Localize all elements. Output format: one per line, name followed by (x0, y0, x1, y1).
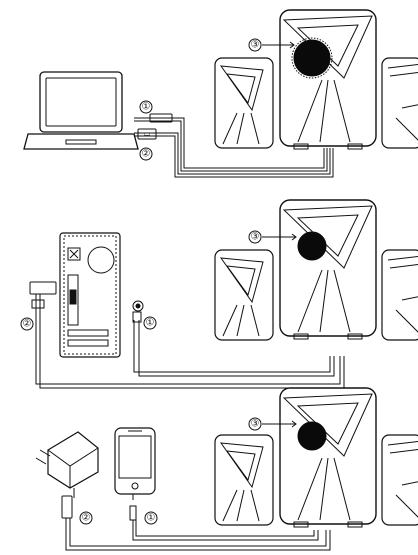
callout-3 (248, 38, 262, 52)
callout-2-label: ② (23, 319, 32, 330)
callout-3-arrow (262, 233, 297, 241)
callout-2-label: ② (82, 513, 91, 524)
callout-2 (139, 147, 153, 161)
volume-knob-icon (297, 421, 327, 451)
audio-cable (129, 494, 319, 541)
callout-1-label: ① (142, 102, 151, 113)
callout-3-arrow (262, 41, 295, 49)
callout-2 (79, 511, 93, 525)
panel-desktop: ① ② ③ (20, 199, 418, 389)
panel-phone: ① ② ③ (35, 387, 418, 551)
left-satellite-speaker (214, 249, 274, 341)
callout-1 (143, 316, 157, 330)
audio-cable (134, 113, 328, 172)
callout-2 (20, 317, 34, 331)
callout-3-label: ③ (251, 40, 260, 51)
callout-3 (248, 230, 262, 244)
callout-1-label: ① (147, 513, 156, 524)
callout-1-label: ① (146, 318, 155, 329)
laptop-icon (23, 71, 139, 150)
left-satellite-speaker (214, 57, 274, 149)
svg-text:▭: ▭ (144, 130, 151, 138)
callout-3 (248, 417, 262, 431)
callout-3-label: ③ (251, 232, 260, 243)
usb-cable (29, 281, 345, 389)
subwoofer (279, 199, 377, 340)
subwoofer (279, 387, 377, 528)
callout-2-label: ② (142, 149, 151, 160)
audio-cable (132, 311, 335, 377)
left-satellite-speaker (214, 434, 274, 526)
charger-icon (35, 431, 99, 498)
usb-cable: ▭ (134, 128, 334, 178)
subwoofer (279, 9, 377, 150)
right-satellite-speaker (381, 249, 418, 341)
audio-jack-icon (132, 300, 144, 312)
smartphone-icon (114, 427, 156, 495)
usb-cable (61, 495, 331, 551)
right-satellite-speaker (381, 434, 418, 526)
callout-1 (139, 100, 153, 114)
volume-knob-icon (297, 231, 327, 261)
callout-3-label: ③ (251, 419, 260, 430)
panel-laptop: ▭ ① ② ③ (23, 9, 418, 178)
callout-1 (144, 511, 158, 525)
desktop-pc-icon (59, 232, 121, 358)
right-satellite-speaker (381, 57, 418, 149)
callout-3-arrow (262, 420, 297, 428)
volume-knob-icon (291, 37, 333, 79)
